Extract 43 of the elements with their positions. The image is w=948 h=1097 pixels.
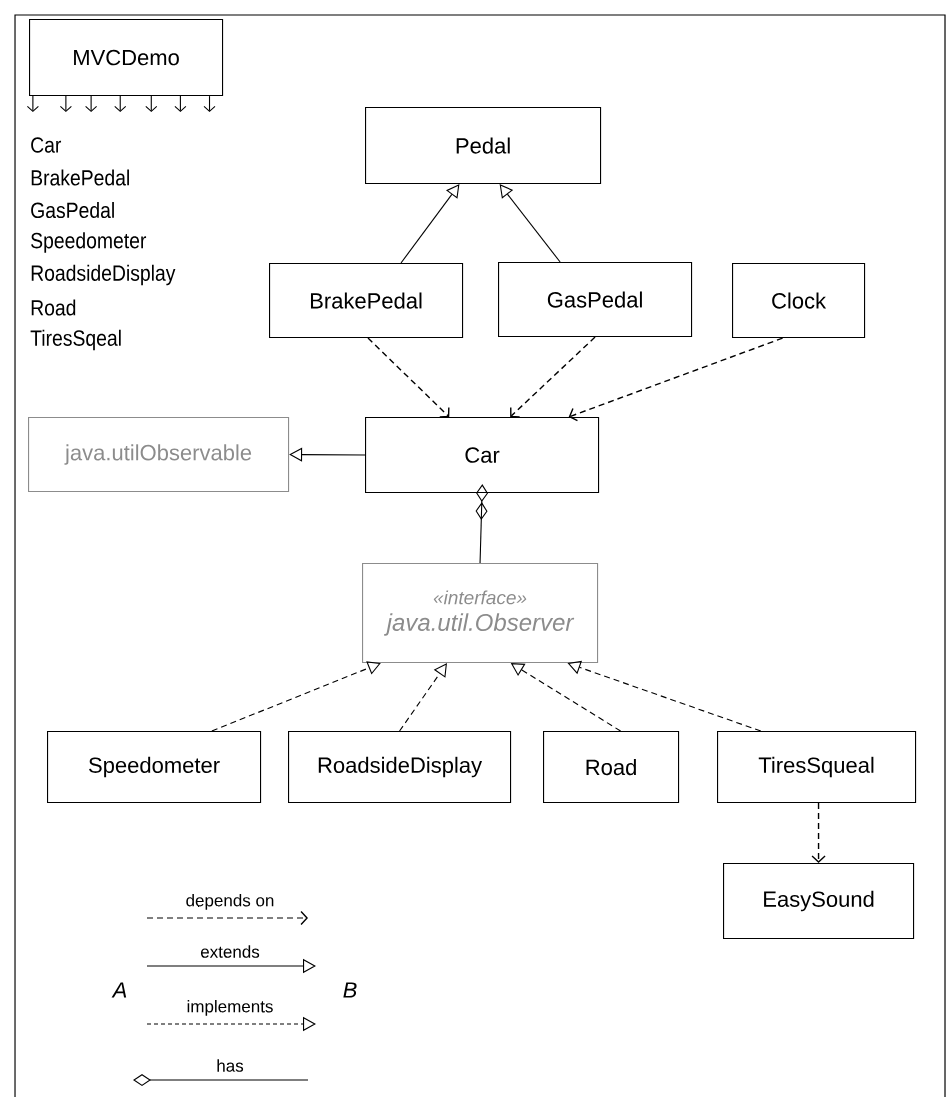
legend-text: extends: [200, 945, 260, 958]
arrow: [114, 95, 127, 113]
class-name: Road: [31, 299, 76, 316]
class-name: TiresSqeal: [30, 329, 121, 351]
class-name: RoadsideDisplay: [31, 264, 176, 286]
inheritance-arrow: [499, 184, 561, 263]
class-name: Car: [31, 137, 62, 153]
inheritance-arrow: [400, 184, 460, 264]
arrow: [145, 95, 158, 113]
legend-text: has: [217, 1059, 244, 1072]
arrow: [59, 95, 72, 113]
arrow: [26, 95, 39, 113]
class-box: java.utilObservable: [28, 417, 290, 493]
legend-text: depends on: [186, 893, 274, 910]
class-box: EasySound: [723, 863, 915, 940]
realization-arrow: [567, 660, 762, 732]
legend-text: implements: [187, 999, 273, 1016]
arrow: [203, 95, 216, 113]
dependency-arrow: [367, 337, 450, 418]
arrow: [174, 95, 187, 113]
realization-arrow: [211, 661, 381, 732]
interface-box: «interface» java.util.Observer: [362, 563, 599, 664]
class-name: BrakePedal: [31, 169, 129, 186]
realization-arrow: [399, 663, 447, 732]
dependency-arrow: [510, 336, 596, 418]
dependency-arrow: [811, 802, 826, 863]
class-box: RoadsideDisplay: [288, 731, 512, 804]
class-box: Car: [365, 417, 600, 494]
class-name: GasPedal: [31, 201, 114, 219]
class-box: TiresSqueal: [717, 731, 917, 804]
class-box: Speedometer: [47, 731, 262, 804]
class-box: BrakePedal: [269, 263, 464, 339]
legend-letter: B: [343, 982, 357, 998]
legend-letter: A: [111, 982, 127, 998]
class-box: Road: [543, 731, 680, 804]
class-box: Pedal: [365, 107, 602, 185]
arrow: [85, 95, 98, 113]
dependency-arrow: [568, 337, 784, 422]
inheritance-arrow: [289, 447, 366, 462]
class-name: Speedometer: [31, 232, 147, 253]
class-box: Clock: [732, 263, 866, 339]
class-box: GasPedal: [498, 262, 693, 338]
class-box: MVCDemo: [29, 19, 224, 97]
